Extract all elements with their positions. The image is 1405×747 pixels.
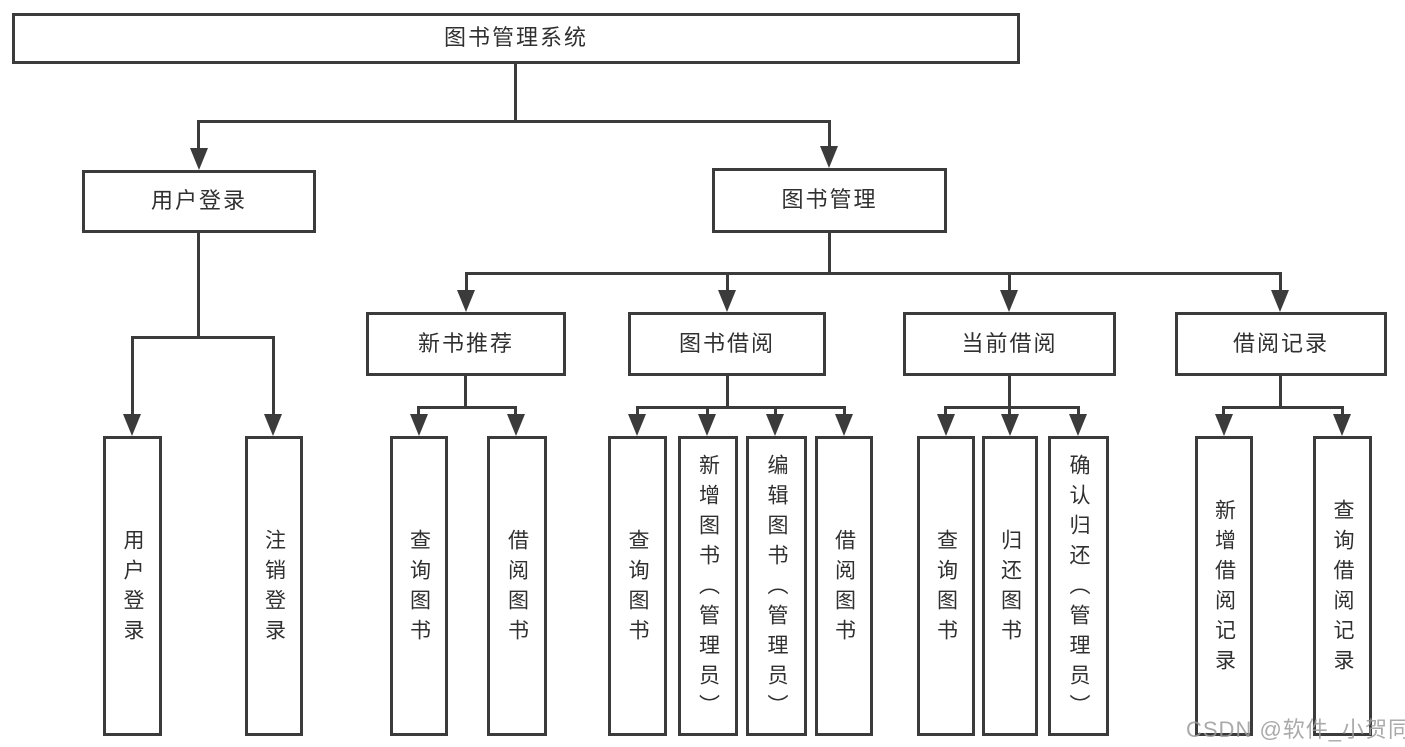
connector-line — [843, 406, 846, 416]
leaf-borrowing-query-books: 查询图书 — [608, 436, 667, 736]
arrow-down-icon — [123, 414, 141, 436]
arrow-down-icon — [1271, 290, 1289, 312]
leaf-confirm-return-admin: 确认归还（管理员） — [1048, 436, 1109, 736]
arrow-down-icon — [190, 148, 208, 170]
connector-line — [1008, 376, 1011, 406]
connector-line — [636, 406, 639, 416]
connector-line — [1222, 406, 1343, 409]
arrow-down-icon — [1069, 414, 1087, 436]
connector-line — [197, 233, 200, 336]
arrow-down-icon — [820, 146, 838, 168]
arrow-down-icon — [264, 414, 282, 436]
connector-line — [1341, 406, 1344, 416]
arrow-down-icon — [1333, 414, 1351, 436]
leaf-add-borrow-record: 新增借阅记录 — [1195, 436, 1253, 736]
leaf-user-login: 用户登录 — [103, 436, 162, 736]
arrow-down-icon — [410, 414, 428, 436]
leaf-edit-books-admin: 编辑图书（管理员） — [746, 436, 807, 736]
connector-line — [272, 336, 275, 416]
connector-line — [464, 376, 467, 406]
connector-line — [1279, 272, 1282, 292]
leaf-query-borrow-record: 查询借阅记录 — [1313, 436, 1372, 736]
connector-line — [465, 272, 468, 292]
connector-line — [417, 406, 517, 409]
node-user-login: 用户登录 — [82, 170, 316, 233]
connector-line — [706, 406, 709, 416]
connector-line — [197, 120, 831, 123]
node-current-borrowing: 当前借阅 — [903, 312, 1116, 376]
leaf-add-books-admin: 新增图书（管理员） — [678, 436, 738, 736]
arrow-down-icon — [937, 414, 955, 436]
connector-line — [944, 406, 947, 416]
connector-line — [726, 272, 729, 292]
arrow-down-icon — [1215, 414, 1233, 436]
arrow-down-icon — [835, 414, 853, 436]
leaf-return-books: 归还图书 — [982, 436, 1038, 736]
leaf-logout: 注销登录 — [245, 436, 303, 736]
leaf-recommend-borrow-books: 借阅图书 — [487, 436, 547, 736]
arrow-down-icon — [457, 290, 475, 312]
connector-line — [514, 64, 517, 120]
leaf-recommend-query-books: 查询图书 — [390, 436, 448, 736]
arrow-down-icon — [718, 290, 736, 312]
arrow-down-icon — [1001, 414, 1019, 436]
node-book-management: 图书管理 — [712, 168, 947, 233]
arrow-down-icon — [628, 414, 646, 436]
connector-line — [1008, 272, 1011, 292]
connector-line — [1279, 376, 1282, 406]
connector-line — [1008, 406, 1011, 416]
leaf-borrowing-borrow-books: 借阅图书 — [815, 436, 873, 736]
node-new-book-recommend: 新书推荐 — [366, 312, 566, 376]
arrow-down-icon — [698, 414, 716, 436]
connector-line — [636, 406, 846, 409]
node-library-management-system: 图书管理系统 — [12, 13, 1020, 64]
node-book-borrowing: 图书借阅 — [628, 312, 826, 376]
csdn-watermark: CSDN @软件_小贺同学 — [1186, 717, 1405, 742]
connector-line — [514, 406, 517, 416]
arrow-down-icon — [1000, 290, 1018, 312]
connector-line — [944, 406, 1079, 409]
arrow-down-icon — [766, 414, 784, 436]
connector-line — [1222, 406, 1225, 416]
connector-line — [465, 272, 1282, 275]
connector-line — [417, 406, 420, 416]
connector-line — [131, 336, 134, 416]
connector-line — [1077, 406, 1080, 416]
connector-line — [197, 120, 200, 150]
leaf-current-query-books: 查询图书 — [917, 436, 975, 736]
connector-line — [828, 120, 831, 148]
arrow-down-icon — [507, 414, 525, 436]
node-borrowing-records: 借阅记录 — [1175, 312, 1387, 376]
connector-line — [828, 233, 831, 272]
connector-line — [774, 406, 777, 416]
connector-line — [726, 376, 729, 406]
connector-line — [131, 336, 275, 339]
